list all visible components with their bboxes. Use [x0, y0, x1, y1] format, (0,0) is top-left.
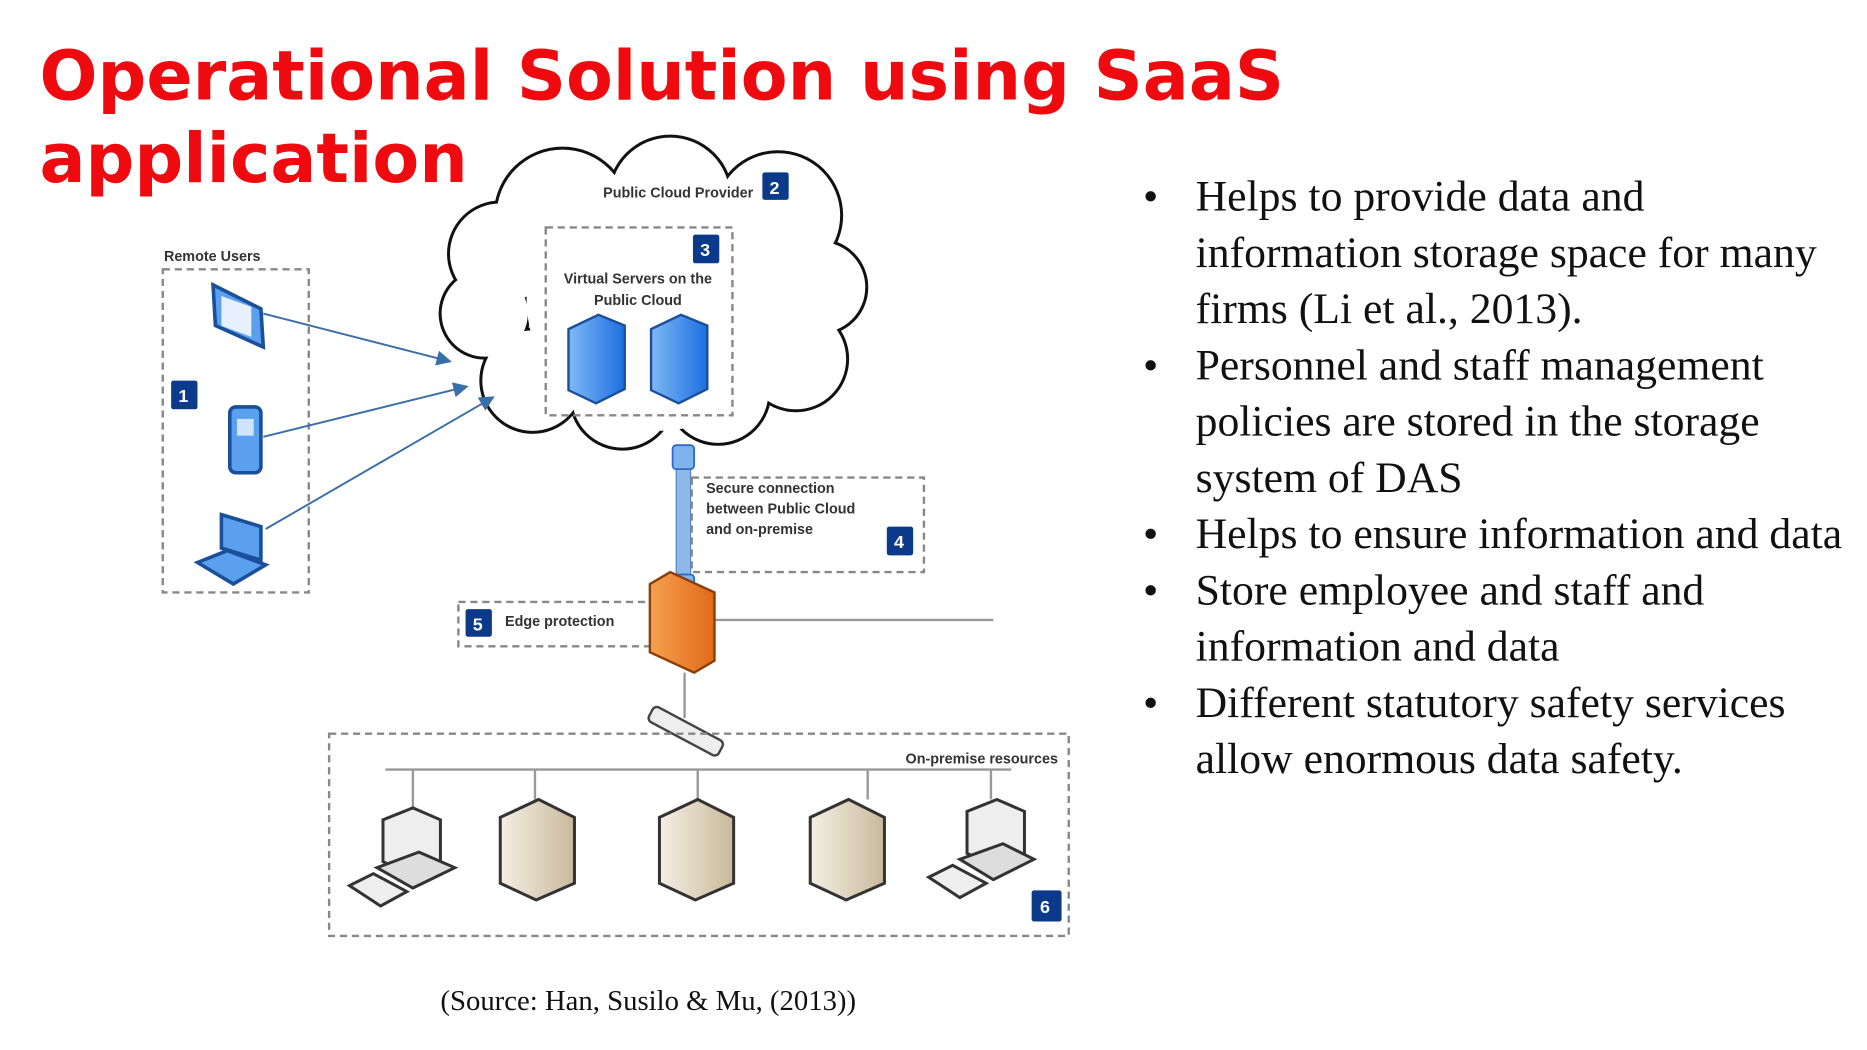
bullet-item: •Store employee and staff and informatio… — [1143, 561, 1861, 673]
bullet-dot: • — [1142, 339, 1159, 389]
svg-text:2: 2 — [770, 178, 780, 198]
badge-2: 2 — [762, 172, 789, 200]
bullet-item: •Different statutory safety services all… — [1143, 674, 1861, 786]
virtual-servers-label-1: Virtual Servers on the — [564, 272, 712, 288]
bullet-dot: • — [1142, 171, 1159, 221]
network-switch-icon — [647, 705, 725, 757]
svg-text:6: 6 — [1040, 897, 1050, 917]
bullet-list: •Helps to provide data and information s… — [1143, 168, 1861, 787]
svg-text:3: 3 — [700, 240, 710, 260]
svg-text:1: 1 — [178, 386, 188, 406]
badge-5: 5 — [465, 609, 492, 637]
secure-tunnel — [675, 454, 692, 588]
desktop-computer-icon — [925, 797, 1038, 900]
server-icon — [657, 797, 736, 902]
server-icon — [808, 797, 886, 902]
bullet-dot: • — [1142, 564, 1159, 614]
badge-6: 6 — [1031, 890, 1062, 922]
tablet-icon — [211, 281, 266, 350]
bullet-item: •Personnel and staff management policies… — [1143, 336, 1861, 505]
laptop-icon — [193, 512, 270, 587]
desktop-computer-icon — [346, 806, 459, 908]
slide-title: Operational Solution using SaaS applicat… — [39, 37, 1285, 199]
connection-arrows — [263, 312, 495, 530]
svg-text:5: 5 — [473, 615, 483, 635]
on-premise-label: On-premise resources — [906, 752, 1058, 768]
server-icon — [498, 797, 576, 902]
badge-1: 1 — [171, 380, 198, 410]
virtual-servers-box — [544, 226, 734, 417]
badge-3: 3 — [692, 234, 720, 264]
source-caption: (Source: Han, Susilo & Mu, (2013)) — [440, 986, 857, 1018]
secure-connection-label-2: between Public Cloud — [706, 501, 855, 517]
remote-users-box — [161, 268, 310, 594]
on-premise-box — [327, 732, 1070, 938]
edge-protection-label: Edge protection — [505, 614, 614, 630]
secure-connection-label-3: and on-premise — [706, 522, 813, 538]
bullet-item: •Helps to ensure information and data — [1143, 505, 1861, 561]
lock-icon — [671, 444, 696, 471]
remote-users-label: Remote Users — [164, 249, 261, 265]
virtual-server-icon — [649, 313, 709, 405]
virtual-server-icon — [567, 313, 626, 405]
firewall-icon — [648, 570, 716, 674]
secure-connection-box — [690, 476, 926, 574]
secure-connection-label-1: Secure connection — [706, 481, 834, 497]
bullet-item: •Helps to provide data and information s… — [1143, 168, 1861, 337]
mobile-phone-icon — [227, 405, 263, 475]
public-cloud-provider-label: Public Cloud Provider — [603, 185, 753, 201]
svg-text:4: 4 — [894, 532, 904, 552]
bullet-dot: • — [1142, 677, 1159, 727]
virtual-servers-label-2: Public Cloud — [594, 293, 682, 309]
badge-4: 4 — [886, 526, 914, 556]
bullet-dot: • — [1142, 508, 1159, 558]
